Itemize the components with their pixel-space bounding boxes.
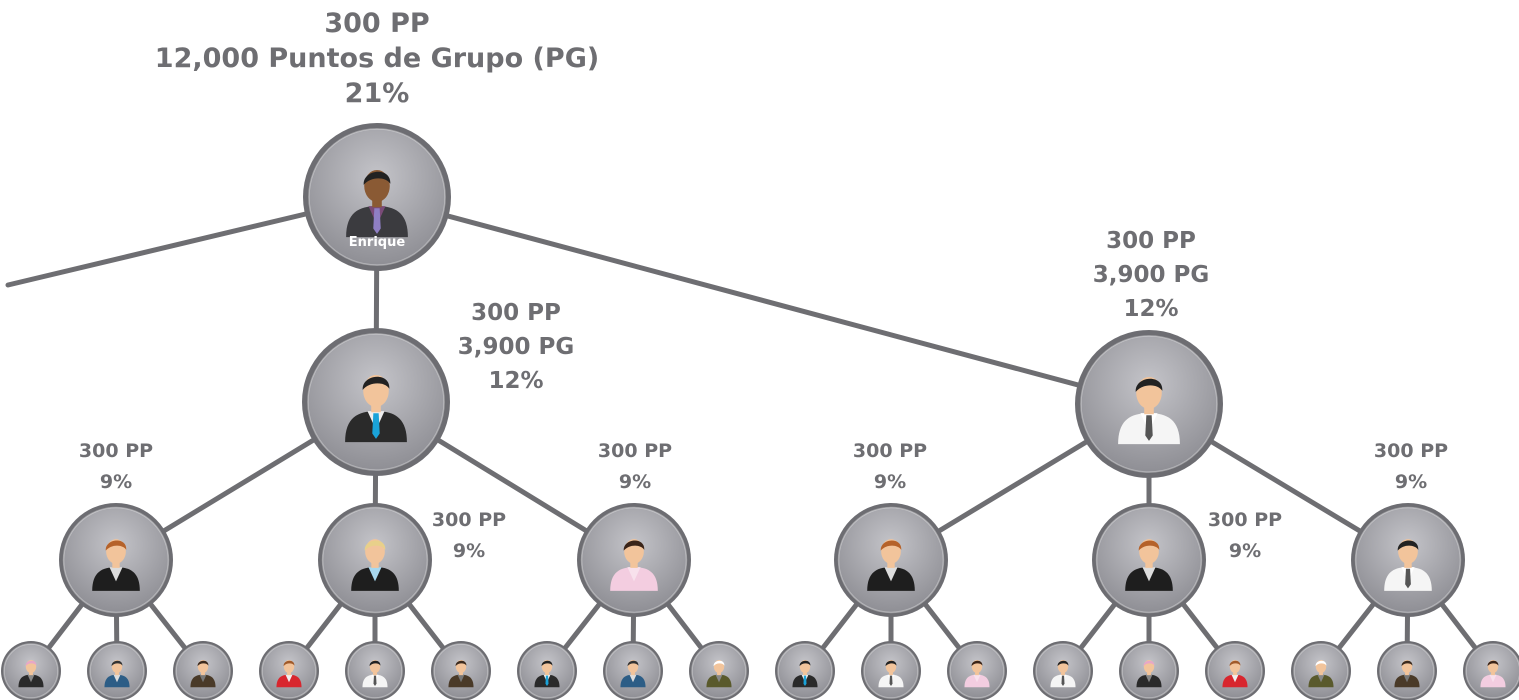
level2-node-6 [1351,503,1465,617]
root-pp: 300 PP [324,8,430,39]
person-icon [362,660,388,688]
level3-node-10 [775,641,835,700]
person-icon [1118,376,1180,445]
person-icon [792,660,818,688]
person-icon [104,660,130,688]
level3-node-6 [431,641,491,700]
person-icon [1050,660,1076,688]
person-icon [534,660,560,688]
root-percent: 21% [344,78,410,109]
person-icon [190,660,216,688]
level3-node-13 [1033,641,1093,700]
level3-node-16 [1291,641,1351,700]
person-icon [964,660,990,688]
person-icon [620,660,646,688]
person-icon [1308,660,1334,688]
level3-node-12 [947,641,1007,700]
level3-node-11 [861,641,921,700]
person-icon [18,660,44,688]
root-pg: 12,000 Puntos de Grupo (PG) [154,43,600,74]
level1-right-stats: 300 PP 3,900 PG 12% [1092,228,1210,322]
level3-node-2 [87,641,147,700]
level3-node-9 [689,641,749,700]
level2-node-5 [1092,503,1206,617]
person-icon [351,539,399,591]
person-icon [1136,660,1162,688]
level3-node-7 [517,641,577,700]
level2-node-3 [577,503,691,617]
person-icon [1125,539,1173,591]
person-icon [92,539,140,591]
level3-node-1 [1,641,61,700]
level3-node-14 [1119,641,1179,700]
person-icon [346,169,408,238]
level3-node-18 [1463,641,1519,700]
root-stats: 300 PP 12,000 Puntos de Grupo (PG) 21% [155,6,599,111]
level3-node-4 [259,641,319,700]
level2-node-2 [318,503,432,617]
edge-root-l1-right [374,194,1152,407]
person-icon [1384,539,1432,591]
root-node: Enrique [303,123,451,271]
person-icon [448,660,474,688]
person-icon [1222,660,1248,688]
level3-node-8 [603,641,663,700]
person-icon [276,660,302,688]
level1-left-node [302,328,450,476]
person-icon [610,539,658,591]
person-icon [706,660,732,688]
person-icon [1394,660,1420,688]
level3-node-3 [173,641,233,700]
level2-node-4 [834,503,948,617]
level3-node-17 [1377,641,1437,700]
level1-right-node [1075,330,1223,478]
person-icon [1480,660,1506,688]
person-icon [878,660,904,688]
person-icon [867,539,915,591]
level3-node-15 [1205,641,1265,700]
level1-left-stats: 300 PP 3,900 PG 12% [457,300,575,394]
level3-node-5 [345,641,405,700]
person-icon [345,374,407,443]
level2-node-1 [59,503,173,617]
root-name-label: Enrique [349,235,406,250]
